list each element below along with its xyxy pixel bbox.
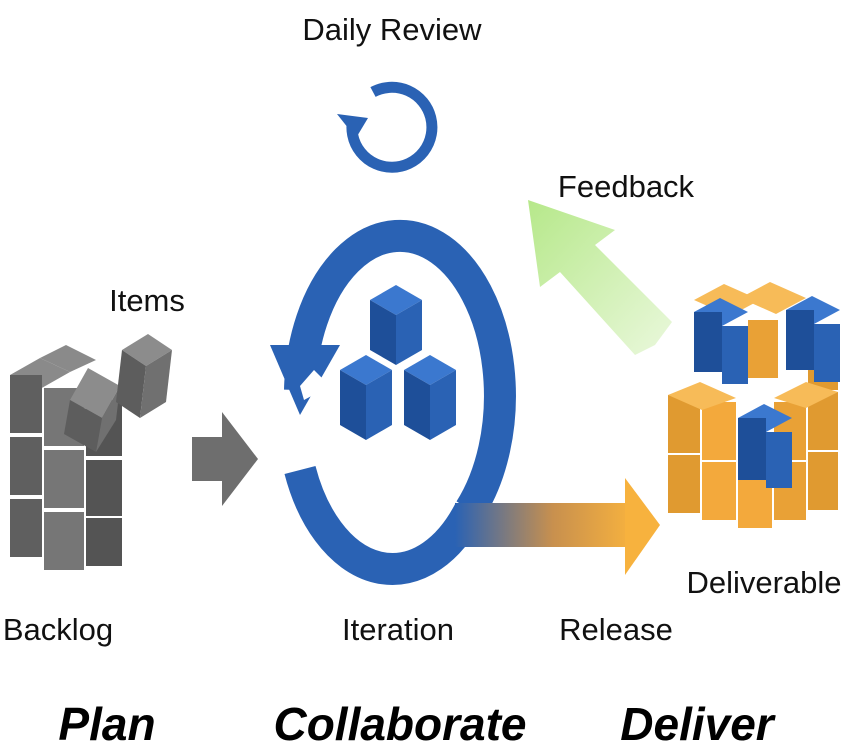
daily-review-loop-icon: [337, 81, 438, 173]
release-label: Release: [559, 612, 673, 647]
backlog-cubes: [10, 334, 172, 570]
handoff-arrow-icon: [192, 412, 258, 506]
feedback-label: Feedback: [558, 169, 695, 204]
iteration-cubes: [340, 285, 456, 440]
phase-deliver: Deliver: [620, 698, 776, 748]
phase-plan: Plan: [58, 698, 155, 748]
phase-collaborate: Collaborate: [273, 698, 526, 748]
release-arrow-icon: [455, 478, 660, 575]
iteration-label: Iteration: [342, 612, 454, 647]
deliverable-label: Deliverable: [686, 565, 841, 600]
feedback-arrow-icon: [528, 200, 672, 355]
iteration-loop-icon: [270, 219, 516, 585]
backlog-label: Backlog: [3, 612, 113, 647]
deliverable-cubes: [668, 282, 840, 528]
daily-review-label: Daily Review: [302, 12, 482, 47]
items-label: Items: [109, 283, 185, 318]
